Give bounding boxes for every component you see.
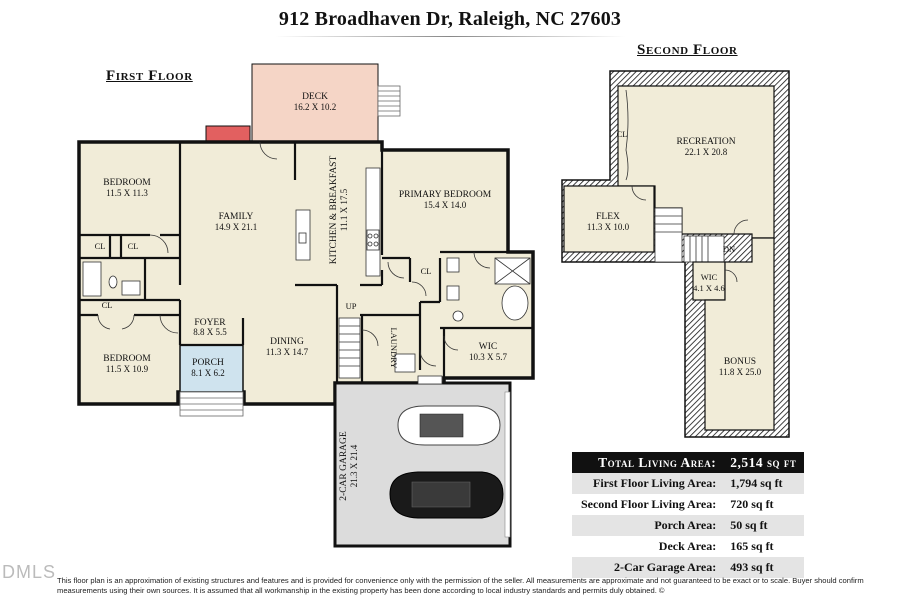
stairs-up-label: UP bbox=[346, 301, 357, 311]
bedroom-upper-dim: 11.5 X 11.3 bbox=[106, 188, 148, 198]
bonus-dim: 11.8 X 25.0 bbox=[719, 367, 762, 377]
mls-watermark: DMLS bbox=[2, 562, 57, 582]
area-row: Second Floor Living Area: 720 sq ft bbox=[572, 494, 804, 515]
family-dim: 14.9 X 21.1 bbox=[215, 222, 258, 232]
stairs bbox=[338, 317, 361, 379]
second-floor-doors bbox=[625, 89, 749, 283]
area-value: 165 sq ft bbox=[730, 539, 774, 553]
dining-dim: 11.3 X 14.7 bbox=[266, 347, 309, 357]
bonus-label: BONUS bbox=[724, 357, 756, 367]
flex-area bbox=[563, 185, 655, 253]
kitchen-fixtures bbox=[295, 167, 381, 277]
deck-label: DECK bbox=[302, 92, 328, 102]
doors bbox=[97, 141, 491, 367]
wic-second-label: WIC bbox=[701, 272, 718, 282]
second-floor: CL RECREATION 22.1 X 20.8 FLEX 11.3 X 10… bbox=[561, 70, 790, 438]
garage-dim: 21.3 X 21.4 bbox=[349, 444, 359, 487]
closet-label: CL bbox=[102, 300, 113, 310]
bedroom-upper-label: BEDROOM bbox=[103, 178, 151, 188]
deck-area bbox=[251, 63, 379, 142]
area-label: Second Floor Living Area: bbox=[580, 497, 717, 511]
closet-label: CL bbox=[617, 129, 628, 139]
disclaimer-text: This floor plan is an approximation of e… bbox=[57, 576, 864, 595]
area-row: Porch Area: 50 sq ft bbox=[572, 515, 804, 536]
flex-dim: 11.3 X 10.0 bbox=[587, 222, 630, 232]
kitchen-dim: 11.1 X 17.5 bbox=[339, 188, 349, 231]
porch-steps bbox=[179, 391, 244, 417]
closet-label: CL bbox=[128, 241, 139, 251]
area-label: 2-Car Garage Area: bbox=[572, 557, 723, 578]
page-title: 912 Broadhaven Dr, Raleigh, NC 27603 bbox=[278, 8, 622, 30]
bonus-area bbox=[704, 237, 775, 431]
car-black bbox=[389, 471, 504, 519]
garage-entry-steps bbox=[417, 375, 443, 385]
kitchen-label: KITCHEN & BREAKFAST bbox=[329, 156, 339, 265]
garage-door bbox=[504, 391, 511, 538]
area-row: First Floor Living Area: 1,794 sq ft bbox=[572, 473, 804, 494]
stairs-down-label: DN bbox=[723, 244, 735, 254]
wic-second-area bbox=[692, 261, 726, 301]
fireplace bbox=[205, 125, 251, 143]
area-value: 2,514 sq ft bbox=[722, 452, 804, 473]
car-white bbox=[397, 405, 501, 446]
wic-first-dim: 10.3 X 5.7 bbox=[469, 352, 507, 362]
foyer-label: FOYER bbox=[194, 318, 226, 328]
porch-dim: 8.1 X 6.2 bbox=[191, 368, 225, 378]
deck-stairs bbox=[377, 85, 401, 117]
flex-label: FLEX bbox=[596, 212, 620, 222]
garage-label: 2-CAR GARAGE bbox=[339, 431, 349, 501]
second-floor-stairs bbox=[654, 207, 725, 263]
area-value: 50 sq ft bbox=[722, 515, 804, 536]
area-value: 720 sq ft bbox=[730, 497, 774, 511]
area-summary-table: Total Living Area: 2,514 sq ft First Flo… bbox=[572, 452, 804, 578]
area-row-total: Total Living Area: 2,514 sq ft bbox=[572, 452, 804, 473]
deck-dim: 16.2 X 10.2 bbox=[294, 102, 337, 112]
wic-second-dim: 4.1 X 4.6 bbox=[693, 283, 725, 293]
area-label: Porch Area: bbox=[572, 515, 723, 536]
primary-label: PRIMARY BEDROOM bbox=[399, 190, 492, 200]
bath-fixtures bbox=[82, 257, 531, 373]
laundry-label: LAUNDRY bbox=[389, 327, 399, 368]
closet-label: CL bbox=[95, 241, 106, 251]
dining-label: DINING bbox=[270, 337, 304, 347]
area-row: Deck Area: 165 sq ft bbox=[572, 536, 804, 557]
foyer-dim: 8.8 X 5.5 bbox=[193, 327, 227, 337]
first-floor: DECK 16.2 X 10.2 BEDROOM 11.5 X 11.3 FAM… bbox=[77, 63, 535, 548]
area-label: Total Living Area: bbox=[572, 452, 723, 473]
area-row: 2-Car Garage Area: 493 sq ft bbox=[572, 557, 804, 578]
bedroom-lower-dim: 11.5 X 10.9 bbox=[106, 364, 149, 374]
porch-label: PORCH bbox=[192, 358, 224, 368]
area-label: First Floor Living Area: bbox=[572, 473, 723, 494]
recreation-label: RECREATION bbox=[676, 137, 735, 147]
first-floor-title: First Floor bbox=[106, 68, 193, 84]
second-floor-title: Second Floor bbox=[637, 42, 738, 58]
recreation-dim: 22.1 X 20.8 bbox=[685, 147, 728, 157]
wic-first-label: WIC bbox=[479, 342, 497, 352]
area-label: Deck Area: bbox=[658, 539, 717, 553]
area-value: 493 sq ft bbox=[722, 557, 804, 578]
bedroom-lower-label: BEDROOM bbox=[103, 354, 151, 364]
family-label: FAMILY bbox=[219, 212, 254, 222]
closet-label: CL bbox=[421, 266, 432, 276]
title-divider bbox=[275, 36, 625, 37]
primary-dim: 15.4 X 14.0 bbox=[424, 200, 467, 210]
area-value: 1,794 sq ft bbox=[722, 473, 804, 494]
